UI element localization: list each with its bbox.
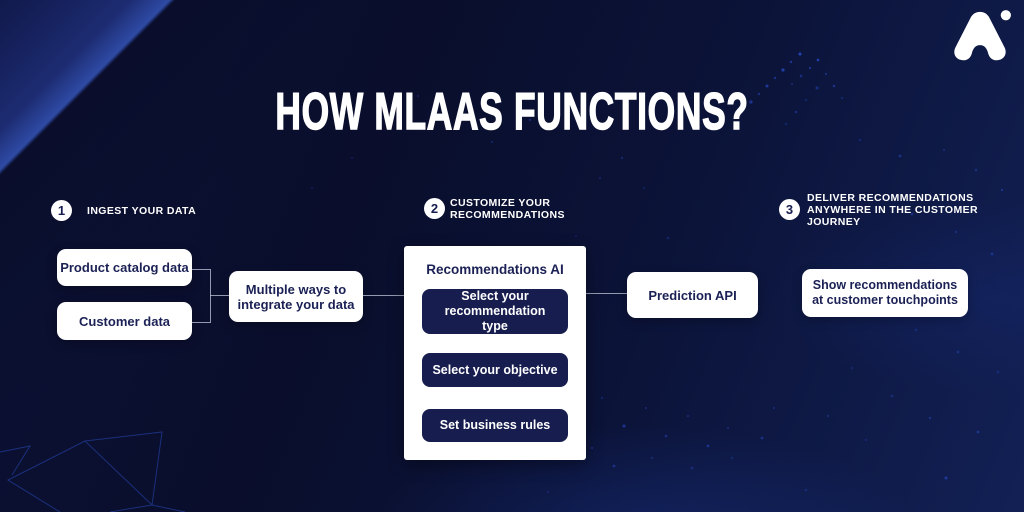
card-select-recommendation-type: Select your recommendation type: [422, 289, 568, 334]
step-3-label: DELIVER RECOMMENDATIONS ANYWHERE IN THE …: [807, 192, 978, 228]
connector-customer-stub: [192, 322, 210, 323]
card-integrate-data: Multiple ways to integrate your data: [229, 271, 363, 322]
step-1-label: INGEST YOUR DATA: [87, 205, 197, 217]
card-select-objective: Select your objective: [422, 353, 568, 387]
step-2-number: 2: [430, 201, 439, 216]
connector-panel-to-prediction: [586, 293, 627, 294]
page-title: HOW MLAAS FUNCTIONS?: [275, 82, 749, 142]
card-product-catalog-data: Product catalog data: [57, 249, 192, 286]
connector-product-stub: [192, 269, 210, 270]
card-set-business-rules: Set business rules: [422, 409, 568, 442]
panel-title: Recommendations AI: [426, 262, 564, 277]
appinventiv-logo-icon: [954, 10, 1011, 61]
connector-bracket-to-integrate: [210, 295, 229, 296]
connector-integrate-to-panel: [363, 295, 404, 296]
card-show-recommendations: Show recommendations at customer touchpo…: [802, 269, 968, 317]
step-3-number: 3: [785, 202, 794, 217]
card-prediction-api: Prediction API: [627, 272, 758, 318]
card-customer-data: Customer data: [57, 302, 192, 340]
step-1-number: 1: [57, 203, 66, 218]
step-2-label: CUSTOMIZE YOUR RECOMMENDATIONS: [450, 197, 565, 221]
recommendations-ai-panel: Recommendations AI Select your recommend…: [404, 246, 586, 460]
step-2-badge: 2: [424, 198, 445, 219]
step-1-badge: 1: [51, 200, 72, 221]
step-3-badge: 3: [779, 199, 800, 220]
connector-bracket-vertical: [210, 269, 211, 323]
